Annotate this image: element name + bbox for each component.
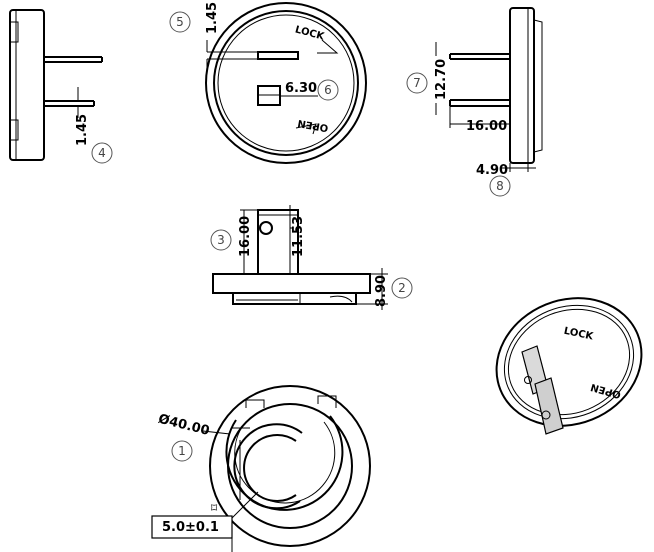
dim-2-label: 8.90 (374, 275, 389, 307)
dim-8-label: 4.90 (476, 163, 508, 178)
callout-7-number: 7 (413, 76, 421, 90)
lock-label: LOCK (294, 24, 327, 43)
callout-8-number: 8 (496, 179, 504, 193)
bottom-view: 5.0±0.1 ⌑ Ø40.00 (151, 385, 371, 552)
dim-7-label: 12.70 (434, 59, 449, 100)
callout-5-number: 5 (176, 15, 184, 29)
open-3d-label: OPEN (589, 381, 622, 400)
callout-7: 7 (406, 72, 428, 94)
right-side-view: 12.70 16.00 4.90 (434, 7, 543, 178)
callout-6-number: 6 (324, 83, 332, 97)
dim-3a-label: 16.00 (238, 216, 253, 257)
open-label: OPEN (297, 117, 329, 133)
top-pin-slot (257, 51, 299, 60)
surface-symbol-icon: ⌑ (211, 501, 218, 515)
callout-2: 2 (391, 277, 413, 299)
callout-3-number: 3 (217, 233, 225, 247)
callout-1: 1 (171, 440, 193, 462)
dim-6-label: 6.30 (285, 81, 317, 96)
callout-8: 8 (489, 175, 511, 197)
dim-5-label: 1.45 (205, 2, 220, 34)
callout-2-number: 2 (398, 281, 406, 295)
callout-4-number: 4 (98, 146, 106, 160)
elevation-view: 16.00 11.53 8.90 (212, 205, 389, 310)
isometric-view: LOCK OPEN (495, 297, 643, 435)
dim-4-label: 1.45 (75, 114, 90, 146)
left-side-view: 1.45 (9, 9, 103, 161)
callout-1-number: 1 (178, 444, 186, 458)
callout-4: 4 (91, 142, 113, 164)
dim-3b-label: 11.53 (291, 216, 306, 257)
callout-3: 3 (210, 229, 232, 251)
tolerance-label: 5.0±0.1 (162, 520, 219, 535)
dim-1-label: Ø40.00 (157, 412, 211, 439)
dim-7b-label: 16.00 (466, 119, 507, 134)
lock-3d-label: LOCK (563, 326, 595, 343)
front-face-view: LOCK OPEN 1.45 6.30 (205, 2, 367, 164)
callout-6: 6 (317, 79, 339, 101)
callout-5: 5 (169, 11, 191, 33)
